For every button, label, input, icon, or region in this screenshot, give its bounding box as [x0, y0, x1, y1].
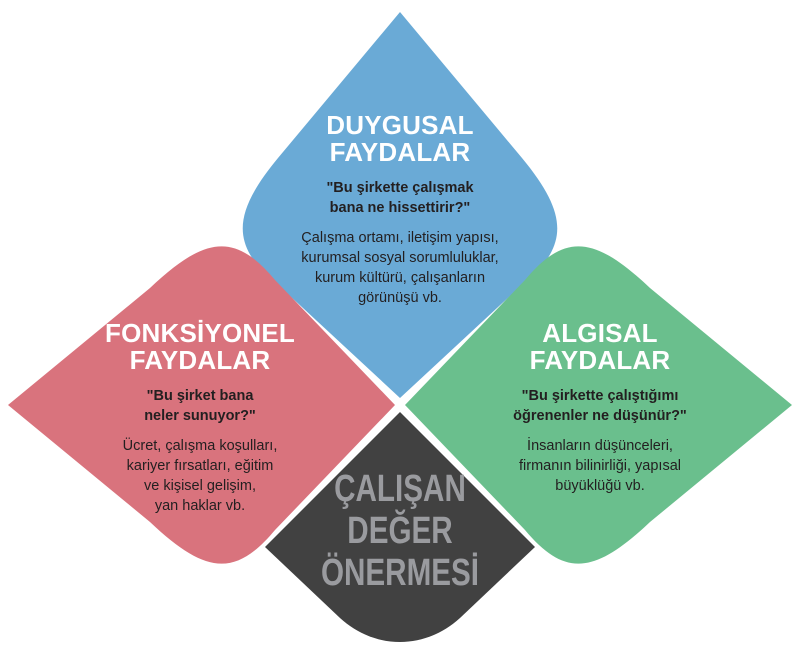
emotional-body: Çalışma ortamı, iletişim yapısı, kurumsal…: [250, 228, 550, 308]
title-line: FAYDALAR: [329, 137, 471, 167]
body-line: kariyer fırsatları, eğitim: [126, 458, 274, 474]
title-line: DUYGUSAL: [326, 110, 474, 140]
perceptual-benefits-shape: [405, 246, 792, 564]
core-title-line: ÇALIŞAN: [334, 468, 466, 510]
body-line: görünüşü vb.: [358, 290, 442, 306]
emotional-quote: "Bu şirkette çalışmak bana ne hissettirir…: [250, 178, 550, 218]
emotional-benefits-shape: [242, 12, 558, 398]
functional-body: Ücret, çalışma koşulları, kariyer fırsatl…: [60, 436, 340, 516]
core-title-line: ÖNERMESİ: [320, 552, 480, 594]
body-line: İnsanların düşünceleri,: [527, 438, 673, 454]
functional-benefits-shape: [8, 246, 395, 564]
body-line: büyüklüğü vb.: [555, 478, 645, 494]
body-line: yan haklar vb.: [154, 498, 246, 514]
body-line: kurumsal sosyal sorumluluklar,: [301, 250, 499, 266]
title-line: ALGISAL: [542, 318, 658, 348]
core-title-line: DEĞER: [347, 510, 453, 552]
quote-line: "Bu şirket bana: [146, 388, 254, 404]
quote-line: bana ne hissettirir?": [329, 200, 471, 216]
perceptual-quote: "Bu şirkette çalıştığımı öğrenenler ne dü…: [455, 386, 745, 426]
core-value-shape: [265, 412, 535, 642]
quote-line: "Bu şirkette çalıştığımı: [521, 388, 679, 404]
title-line: FAYDALAR: [529, 345, 671, 375]
quote-line: "Bu şirkette çalışmak: [326, 180, 474, 196]
body-line: Çalışma ortamı, iletişim yapısı,: [301, 230, 499, 246]
quote-line: neler sunuyor?": [144, 408, 256, 424]
body-line: Ücret, çalışma koşulları,: [122, 438, 278, 454]
perceptual-body: İnsanların düşünceleri, firmanın bilinirl…: [455, 436, 745, 496]
title-line: FAYDALAR: [129, 345, 271, 375]
quote-line: öğrenenler ne düşünür?": [513, 408, 687, 424]
core-value-title: ÇALIŞAN DEĞER ÖNERMESİ: [295, 468, 506, 594]
body-line: firmanın bilinirliği, yapısal: [519, 458, 681, 474]
functional-quote: "Bu şirket bana neler sunuyor?": [60, 386, 340, 426]
title-line: FONKSİYONEL: [105, 318, 295, 348]
body-line: ve kişisel gelişim,: [144, 478, 256, 494]
body-line: kurum kültürü, çalışanların: [314, 270, 486, 286]
